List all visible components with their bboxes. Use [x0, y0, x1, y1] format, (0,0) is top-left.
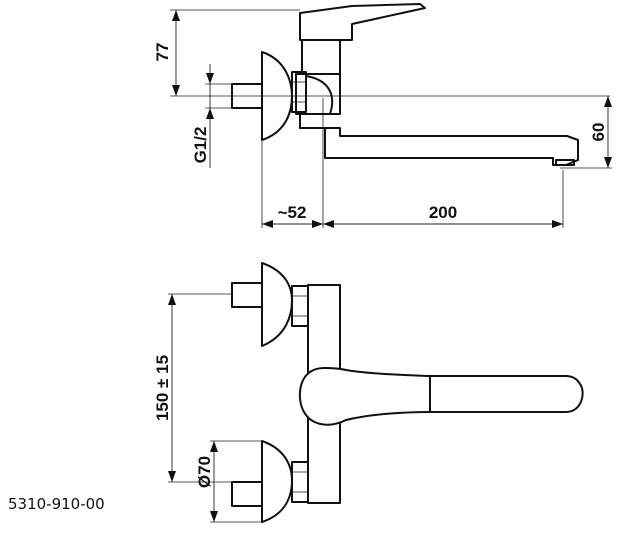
dim-spout-height: 60 [589, 123, 608, 142]
dim-spacing: 150 ± 15 [153, 355, 172, 421]
mixer-body-side [295, 39, 341, 115]
spout-side [299, 113, 579, 166]
rosette-lower [261, 440, 293, 523]
lever-handle-top [298, 367, 584, 426]
connector-stub-lower [231, 481, 263, 507]
side-view: 77 G1/2 60 ~52 200 [153, 3, 612, 228]
dim-projection: ~52 [278, 203, 307, 222]
nut-lower [291, 461, 309, 503]
dim-spout-length: 200 [429, 203, 457, 222]
dim-rosette-diameter: Ø70 [195, 456, 214, 488]
rosette-upper [261, 262, 293, 347]
nut-upper [291, 285, 309, 327]
product-code: 5310-910-00 [8, 495, 105, 513]
top-view: 150 ± 15 Ø70 [153, 262, 584, 523]
nut-side [291, 71, 307, 113]
dim-thread: G1/2 [191, 127, 210, 164]
lever-handle-side [299, 3, 426, 41]
connector-stub-side [231, 83, 263, 109]
connector-stub-upper [231, 282, 263, 308]
dim-height-top: 77 [153, 43, 172, 62]
